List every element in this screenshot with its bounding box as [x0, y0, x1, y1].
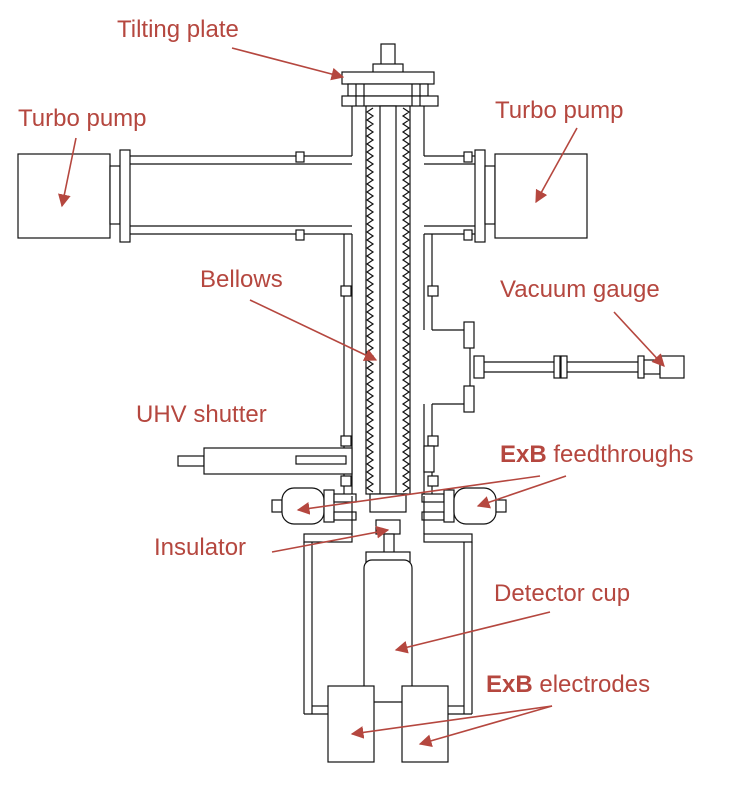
arrow-insulator — [271, 525, 390, 553]
turbo-pump-left — [17, 149, 131, 243]
tilting-plate-assembly — [341, 43, 439, 107]
uhv-shutter — [177, 447, 353, 475]
label-exb-electrodes-bold: ExB — [486, 671, 533, 698]
arrow-vacuum-gauge — [613, 311, 665, 367]
exb-feedthrough-right — [421, 487, 507, 525]
label-tilting-plate: Tilting plate — [117, 16, 239, 43]
arrow-exb-feedthrough-left — [296, 475, 541, 515]
arrow-turbo-pump-left — [58, 137, 77, 208]
label-uhv-shutter: UHV shutter — [136, 401, 267, 428]
label-exb-feedthroughs: ExB feedthroughs — [500, 441, 693, 468]
label-exb-feedthroughs-rest: feedthroughs — [547, 441, 694, 468]
label-insulator: Insulator — [154, 534, 246, 561]
label-exb-electrodes-rest: electrodes — [533, 671, 650, 698]
arrow-exb-feedthrough-right — [476, 475, 567, 509]
label-turbo-pump-right: Turbo pump — [495, 97, 624, 124]
arrow-tilting-plate — [231, 47, 345, 81]
arrow-detector-cup — [394, 611, 551, 654]
label-bellows: Bellows — [200, 266, 283, 293]
arrow-bellows — [249, 299, 378, 361]
bellows — [365, 105, 411, 495]
arrow-turbo-pump-right — [535, 127, 578, 204]
label-exb-feedthroughs-bold: ExB — [500, 441, 547, 468]
arrow-exb-electrode-left — [350, 705, 553, 739]
label-detector-cup: Detector cup — [494, 580, 630, 607]
main-chamber — [130, 106, 475, 496]
arrow-exb-electrode-right — [418, 705, 553, 747]
label-exb-electrodes: ExB electrodes — [486, 671, 650, 698]
label-vacuum-gauge: Vacuum gauge — [500, 276, 660, 303]
label-turbo-pump-left: Turbo pump — [18, 105, 147, 132]
turbo-pump-right — [474, 149, 588, 243]
callout-arrows — [58, 47, 665, 747]
detector-cup — [363, 551, 413, 703]
vacuum-gauge-port — [432, 321, 685, 413]
